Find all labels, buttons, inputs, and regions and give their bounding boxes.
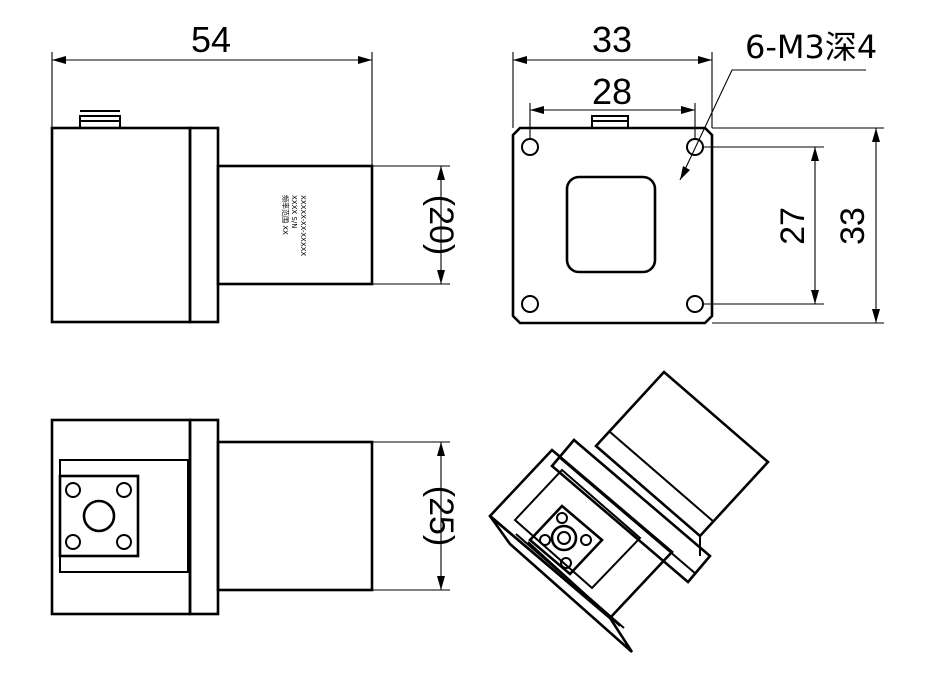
dim-text-33-horizontal: 33 xyxy=(592,19,632,60)
dim-text-25: (25) xyxy=(422,486,460,546)
dim-text-27: 27 xyxy=(774,207,812,245)
bottom-view-body xyxy=(50,418,192,616)
dim-text-20: (20) xyxy=(422,195,460,255)
connector-hole-top-right xyxy=(116,482,132,498)
bottom-view: (25) xyxy=(50,418,460,616)
isometric-view xyxy=(488,370,770,653)
dim-text-54: 54 xyxy=(191,19,231,60)
bottom-view-barrel xyxy=(216,440,374,592)
iso-connector-hole-2 xyxy=(556,512,568,524)
mount-hole-bottom-right xyxy=(686,295,704,313)
iso-connector-center-hole xyxy=(550,524,578,552)
side-view-body xyxy=(50,126,192,324)
connector-hole-bottom-left xyxy=(65,534,81,550)
front-view-waveguide-port xyxy=(565,175,657,274)
iso-connector-flange xyxy=(528,504,604,576)
nameplate-line1: XXXXX-XX-XXXXX xyxy=(299,195,307,256)
hole-callout-text: 6-M3深4 xyxy=(745,28,877,66)
hole-callout-leader xyxy=(679,69,866,181)
side-view-barrel xyxy=(216,164,374,286)
connector-hole-top-left xyxy=(65,482,81,498)
side-view: XXXXX-XX-XXXXX XXXX S/N 频率范围 XX 54 (20) xyxy=(50,19,460,324)
mount-hole-top-left xyxy=(521,138,539,156)
dim-text-28: 28 xyxy=(592,71,632,112)
mount-hole-bottom-left xyxy=(521,295,539,313)
nameplate-label: XXXXX-XX-XXXXX XXXX S/N 频率范围 XX xyxy=(281,195,307,256)
iso-barrel xyxy=(594,370,770,538)
connector-center-hole xyxy=(82,499,116,533)
nameplate-line3: 频率范围 XX xyxy=(281,195,290,235)
connector-flange-square xyxy=(58,474,140,558)
nameplate-line2: XXXX S/N xyxy=(290,195,298,228)
iso-connector-hole-3 xyxy=(580,534,592,546)
front-view-flange xyxy=(511,126,714,325)
iso-connector-face xyxy=(513,468,642,590)
dim-text-33-vertical: 33 xyxy=(834,207,872,245)
iso-flange xyxy=(550,438,712,584)
iso-connector-hole-4 xyxy=(560,557,572,569)
iso-connector-hole-1 xyxy=(539,534,551,546)
front-view: 33 28 6-M3深4 27 33 xyxy=(511,19,884,325)
connector-hole-bottom-right xyxy=(116,534,132,550)
side-view-flange xyxy=(188,126,220,324)
bottom-view-flange xyxy=(188,418,220,616)
iso-body-side xyxy=(488,515,634,653)
